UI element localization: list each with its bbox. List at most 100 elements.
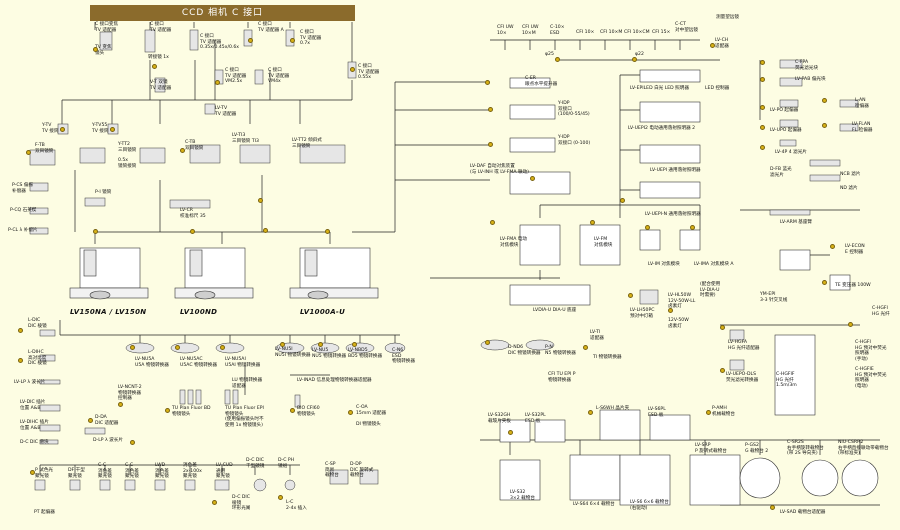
label-lv-dic-ab: LV-DIC 插片 位置 A&B	[20, 400, 46, 411]
connector-dot	[350, 67, 355, 72]
label-lv-econ: LV-ECON E 控制器	[845, 244, 865, 255]
connector-dot	[822, 280, 827, 285]
label-y-tv55: Y-TV55 TV 接筒	[92, 123, 109, 134]
label-lv1000a: LV1000A-U	[300, 308, 346, 316]
label-c-tv-adapter-vm25: C 接口 TV 适配器 VM2.5x	[225, 68, 247, 85]
label-relay-lens: 转接镜 1x	[148, 55, 169, 60]
label-lv-nu5ac: LV-NU5AC U5AC 物镜转换器	[180, 357, 217, 368]
connector-dot	[290, 408, 295, 413]
label-lv-s64: LV-S64 6×4 载物台	[573, 502, 615, 507]
label-lv-inad2: LV-INAD 信息处理物镜转换器适配器	[297, 378, 372, 383]
label-l-s6wh: L-S6WH 晶片夹	[596, 406, 630, 411]
label-nu-csrr2: NIU-CSRR2 右手柄直接联动带载物台 (带标准夹)	[838, 440, 889, 457]
connector-dot	[490, 220, 495, 225]
label-c-tv-adapter-035: C 接口 TV 适配器 0.35x/0.45x/0.6x	[200, 34, 240, 51]
label-d-dp: D-DP DIC 旋转式 载物台	[350, 462, 374, 479]
connector-dot	[530, 176, 535, 181]
label-te-100w: TE 变压器 100W	[835, 283, 871, 288]
label-lv-arm: LV-ARM 基座臂	[780, 220, 813, 225]
label-c-tv-adapter-vm4: C 接口 TV 适配器 VM4x	[268, 68, 290, 85]
connector-dot	[485, 340, 490, 345]
label-lwd-2x: 消色差 2x-100x 聚光镜	[183, 463, 202, 480]
label-lv-daf: LV-DAF 自动对焦装置 (与 LV-INH 或 LV-FMA 联动)	[470, 164, 529, 175]
connector-dot	[760, 125, 765, 130]
header-title: CCD 相机 C 接口	[90, 5, 355, 21]
label-d-fb: D-FB 蓝光 滤光片	[770, 167, 792, 178]
label-lv-cr: LV-CR 校准标尺 35	[180, 208, 206, 219]
connector-dot	[110, 127, 115, 132]
label-c-ct: C-CT 对中望远镜	[675, 22, 698, 33]
connector-dot	[760, 105, 765, 110]
connector-dot	[690, 225, 695, 230]
label-lwd: LWD 消色差 聚光镜	[155, 463, 169, 480]
label-lv-uepi-n: LV-UEPI-N 通用落射照明器	[645, 212, 701, 217]
label-lv100nd: LV100ND	[180, 308, 218, 316]
connector-dot	[583, 345, 588, 350]
label-p-cl: P-CL λ 补偿片	[8, 228, 38, 233]
label-lv-nu5a: LV-NU5A U5A 物镜转换器	[135, 357, 169, 368]
label-lvdia-u: LVDIA-U DIA-U 底座	[533, 308, 577, 313]
label-c-oa: C-OA 15mm 适配器	[356, 405, 387, 416]
label-lv-sad: LV-SAD 载物台适配器	[780, 510, 826, 515]
label-lv-ti3: LV-TI3 三目镜筒 TI3	[232, 133, 259, 144]
label-vt-tv-adapter: V-T 双镜 TV 适配器	[150, 80, 172, 91]
label-c-sr2s: C-SR2S 右手柄旋转载物台 (带 2S 导向夹)	[787, 440, 824, 457]
connector-dot	[508, 430, 513, 435]
label-lv-pab: LV-PAB 偏光块	[795, 77, 826, 82]
label-lv-s32gh: LV-S32GH 载玻片夹板	[488, 413, 511, 424]
connector-dot	[280, 342, 285, 347]
label-c-tv-adapter-swap: C 接口变焦 TV 适配器	[95, 22, 119, 33]
label-lv-s32: LV-S32 3×2 载物台	[510, 490, 535, 501]
connector-dot	[30, 470, 35, 475]
label-lv-srp: LV-SRP P 旋转式载物台	[695, 443, 727, 454]
label-lv-lh50pc: LV-LH50PC 预对中灯箱	[630, 308, 655, 319]
label-lv-4p: LV-4P 4 滤光片	[775, 150, 807, 155]
label-tv-zoom-lens: TV 变焦 镜头	[95, 45, 112, 56]
label-erect-tube: 0.5x 镜筒接筒	[118, 158, 137, 169]
label-lv-tt2: LV-TT2 倾斜式 三目镜筒	[292, 138, 322, 149]
label-lv-uepi: LV-UEPI 通用落射照明器	[650, 168, 701, 173]
label-lv-flan: LV-FLAN FL 检偏器	[852, 122, 873, 133]
connector-dot	[220, 345, 225, 350]
label-p-gs2: P-GS2 G 载物台 2	[745, 443, 769, 454]
connector-dot	[93, 47, 98, 52]
label-lv-cud: LV-CUD 通用 聚光镜	[216, 463, 233, 480]
label-c-fpa: C-FPA 荧光滤光块	[795, 60, 818, 71]
label-c-er: C-ER 眼点水平提升器	[525, 76, 558, 87]
label-lv-nbd5: LV-NBD5 BD5 物镜转换器	[348, 348, 383, 359]
label-d-c-ph: D-C PH 镜组	[278, 458, 295, 469]
label-lv-s32pl: LV-S32PL ESD 板	[525, 413, 546, 424]
label-lv-im: LV-IM 对焦模块	[648, 262, 680, 267]
connector-dot	[258, 198, 263, 203]
connector-dot	[555, 57, 560, 62]
label-ti-conv: TI 物镜转换器	[593, 355, 622, 360]
connector-dot	[18, 328, 23, 333]
connector-dot	[485, 80, 490, 85]
label-lv-ti: LV-TI 适配器	[590, 330, 604, 341]
label-lv-nu5ai: LV-NU5AI U5AI 物镜转换器	[225, 357, 261, 368]
connector-dot	[848, 322, 853, 327]
label-l-an: L-AN 检偏器	[855, 98, 869, 109]
label-c-tv-adapter-07: C 接口 TV 适配器 0.7x	[300, 30, 322, 47]
label-nd: ND 滤片	[840, 186, 858, 191]
label-cfi-10cm: CFI 10×CM	[624, 30, 650, 35]
connector-dot	[668, 308, 673, 313]
connector-dot	[770, 505, 775, 510]
connector-dot	[18, 358, 23, 363]
label-df-tube: DF 干型 聚光镜	[68, 468, 85, 479]
connector-dot	[248, 38, 253, 43]
connector-dot	[190, 229, 195, 234]
connector-dot	[830, 244, 835, 249]
label-y-tt2: Y-TT2 三目镜筒	[118, 142, 137, 153]
connector-dot	[628, 293, 633, 298]
connector-dot	[180, 148, 185, 153]
label-halogen-12v: 12V-50W 卤素灯	[668, 318, 689, 329]
label-halogen-note: (配合使用 LV-DIA-U 时需要)	[700, 282, 721, 299]
label-p-n: P-N N5 物镜转换器	[545, 345, 576, 356]
label-c-tv-adapter-055: C 接口 TV 适配器 0.55x	[358, 64, 380, 81]
label-p-cq: P-CQ 石英楔	[10, 208, 37, 213]
connector-dot	[352, 342, 357, 347]
connector-dot	[118, 402, 123, 407]
